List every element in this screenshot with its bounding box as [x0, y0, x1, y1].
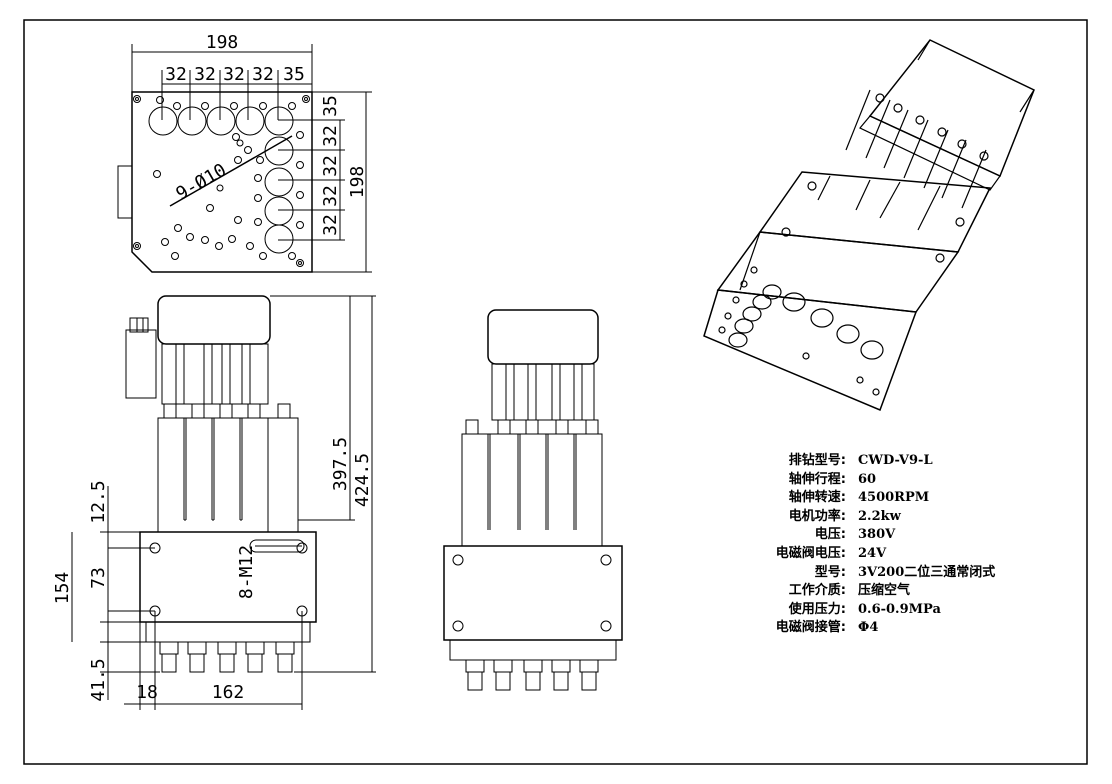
spec-value: 24V [858, 545, 887, 561]
hole-label: 9-Ø10 [173, 160, 230, 205]
spec-label: 使用压力: [788, 601, 846, 617]
spec-row-valve-model: 型号: 3V200二位三通常闭式 [738, 564, 998, 583]
spec-label: 排钻型号: [788, 453, 846, 468]
spec-value: 60 [858, 471, 877, 487]
dim-18: 18 [136, 682, 158, 703]
spec-value: 2.2kw [858, 508, 901, 524]
spec-label: 电机功率: [788, 508, 846, 524]
top-view [117, 44, 372, 273]
dim-162: 162 [212, 682, 245, 703]
spec-value: 3V200二位三通常闭式 [858, 564, 996, 580]
thread-label: 8-M12 [236, 545, 257, 599]
dim-12-5: 12.5 [88, 480, 109, 523]
spec-row-pipe: 电磁阀接管: Φ4 [738, 619, 998, 638]
front-view [71, 295, 376, 710]
spec-row-pressure: 使用压力: 0.6-0.9MPa [738, 601, 998, 620]
spec-value: 4500RPM [858, 490, 930, 506]
spec-value: 压缩空气 [858, 583, 911, 599]
dim-top-spacing-1: 32 [165, 64, 187, 85]
spec-value: CWD-V9-L [858, 453, 933, 468]
dim-right-spacing-4: 32 [320, 185, 341, 207]
dim-top-spacing-5: 35 [283, 64, 305, 85]
spec-table: 排钻型号: CWD-V9-L 轴伸行程: 60 轴伸转速: 4500RPM 电机功率:… [738, 452, 998, 638]
spec-row-valve-voltage: 电磁阀电压: 24V [738, 545, 998, 564]
dim-41-5: 41.5 [88, 658, 109, 701]
spec-row-power: 电机功率: 2.2kw [738, 508, 998, 527]
spec-row-speed: 轴伸转速: 4500RPM [738, 489, 998, 508]
spec-label: 型号: [814, 564, 846, 580]
dim-right-spacing-2: 32 [320, 125, 341, 147]
spec-row-voltage: 电压: 380V [738, 526, 998, 545]
dim-top-spacing-3: 32 [223, 64, 245, 85]
dim-right-spacing-1: 35 [320, 95, 341, 117]
spec-value: 380V [858, 527, 896, 543]
side-view [443, 309, 623, 691]
drawing-border [23, 19, 1088, 765]
dim-top-spacing-2: 32 [194, 64, 216, 85]
dim-154: 154 [52, 572, 73, 605]
dim-top-width: 198 [206, 32, 239, 53]
dim-73: 73 [88, 567, 109, 589]
dim-right-spacing-5: 32 [320, 214, 341, 236]
isometric-view [703, 39, 1035, 411]
dim-top-spacing-4: 32 [252, 64, 274, 85]
spec-value: 0.6-0.9MPa [858, 601, 941, 617]
spec-label: 工作介质: [788, 583, 846, 599]
spec-value: Φ4 [858, 620, 879, 636]
dim-397-5: 397.5 [330, 437, 351, 491]
dim-right-spacing-3: 32 [320, 155, 341, 177]
spec-label: 电磁阀电压: [775, 545, 846, 561]
spec-label: 电压: [814, 527, 846, 543]
dim-right-height: 198 [347, 166, 368, 199]
spec-row-model: 排钻型号: CWD-V9-L [738, 452, 998, 471]
spec-row-medium: 工作介质: 压缩空气 [738, 582, 998, 601]
spec-label: 轴伸转速: [788, 490, 846, 506]
spec-label: 轴伸行程: [788, 471, 846, 487]
spec-label: 电磁阀接管: [775, 620, 846, 636]
spec-row-stroke: 轴伸行程: 60 [738, 471, 998, 490]
dim-424-5: 424.5 [352, 453, 373, 507]
